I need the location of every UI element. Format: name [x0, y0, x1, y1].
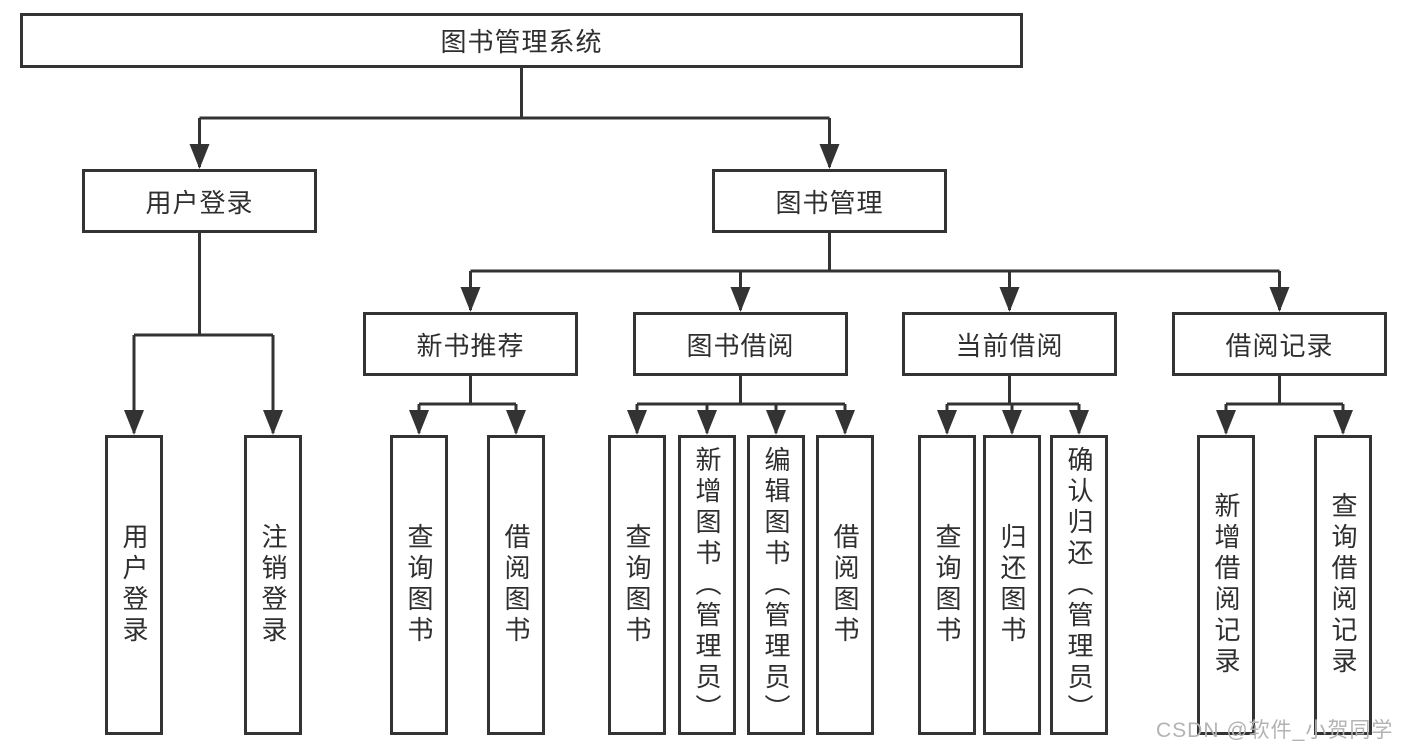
- arrow-down-icon: [819, 144, 840, 169]
- watermark: CSDN @软件_小贺同学: [1156, 719, 1394, 742]
- connector-root-to-level2: [189, 68, 840, 169]
- arrow-down-icon: [1333, 410, 1353, 435]
- connector-book-management-children: [460, 233, 1290, 312]
- node-current-borrow: 当前借阅: [902, 312, 1117, 376]
- connector-line: [1224, 376, 1345, 433]
- node-borrow-records: 借阅记录: [1172, 312, 1387, 376]
- connector-line: [198, 68, 831, 167]
- arrow-down-icon: [766, 410, 786, 435]
- node-label: 用户登录: [119, 523, 149, 647]
- node-label: 确认归还（管理员）: [1064, 445, 1094, 725]
- leaf-query-books-borrow: 查询图书: [608, 435, 666, 735]
- node-label: 新增借阅记录: [1211, 492, 1241, 678]
- connector-line: [469, 233, 1281, 310]
- node-label: 借阅记录: [1225, 330, 1334, 361]
- arrow-down-icon: [1269, 287, 1290, 312]
- node-label: 编辑图书（管理员）: [761, 445, 791, 725]
- arrow-down-icon: [189, 144, 210, 169]
- arrow-down-icon: [1069, 410, 1089, 435]
- node-label: 图书管理系统: [440, 27, 603, 57]
- connector-current-borrow-children: [937, 376, 1089, 435]
- arrow-down-icon: [460, 287, 481, 312]
- node-label: 当前借阅: [955, 330, 1064, 361]
- node-new-book-recommend: 新书推荐: [363, 312, 578, 376]
- node-library-system: 图书管理系统: [20, 13, 1023, 68]
- node-user-login: 用户登录: [82, 169, 317, 233]
- arrow-down-icon: [506, 410, 526, 435]
- leaf-user-login: 用户登录: [105, 435, 163, 735]
- leaf-add-book-admin: 新增图书（管理员）: [678, 435, 736, 735]
- connector-book-borrow-children: [627, 376, 855, 435]
- connector-line: [132, 233, 275, 433]
- node-label: 归还图书: [997, 523, 1027, 647]
- node-book-borrow: 图书借阅: [633, 312, 848, 376]
- node-label: 新书推荐: [416, 330, 525, 361]
- arrow-down-icon: [999, 287, 1020, 312]
- arrow-down-icon: [937, 410, 957, 435]
- arrow-down-icon: [627, 410, 647, 435]
- arrow-down-icon: [409, 410, 429, 435]
- node-label: 借阅图书: [830, 523, 860, 647]
- node-book-management: 图书管理: [712, 169, 947, 233]
- node-label: 用户登录: [145, 187, 254, 218]
- leaf-logout: 注销登录: [244, 435, 302, 735]
- arrow-down-icon: [1216, 410, 1236, 435]
- node-label: 图书管理: [775, 187, 884, 218]
- leaf-query-books-current: 查询图书: [918, 435, 976, 735]
- connector-borrow-records-children: [1216, 376, 1353, 435]
- leaf-confirm-return-admin: 确认归还（管理员）: [1050, 435, 1108, 735]
- node-label: 查询图书: [932, 523, 962, 647]
- node-label: 新增图书（管理员）: [692, 445, 722, 725]
- connector-new-book-recommend-children: [409, 376, 526, 435]
- leaf-edit-book-admin: 编辑图书（管理员）: [747, 435, 805, 735]
- node-label: 注销登录: [258, 523, 288, 647]
- arrow-down-icon: [124, 410, 144, 435]
- connector-user-login-children: [124, 233, 283, 435]
- leaf-query-borrow-record: 查询借阅记录: [1314, 435, 1372, 735]
- arrow-down-icon: [835, 410, 855, 435]
- node-label: 借阅图书: [501, 523, 531, 647]
- arrow-down-icon: [730, 287, 751, 312]
- node-label: 查询借阅记录: [1328, 492, 1358, 678]
- arrow-down-icon: [697, 410, 717, 435]
- leaf-add-borrow-record: 新增借阅记录: [1197, 435, 1255, 735]
- arrow-down-icon: [1002, 410, 1022, 435]
- arrow-down-icon: [263, 410, 283, 435]
- leaf-borrow-books-recommend: 借阅图书: [487, 435, 545, 735]
- leaf-borrow-books: 借阅图书: [816, 435, 874, 735]
- node-label: 图书借阅: [686, 330, 795, 361]
- leaf-return-book: 归还图书: [983, 435, 1041, 735]
- connector-line: [635, 376, 847, 433]
- connector-line: [417, 376, 518, 433]
- node-label: 查询图书: [622, 523, 652, 647]
- leaf-query-books-recommend: 查询图书: [390, 435, 448, 735]
- node-label: 查询图书: [404, 523, 434, 647]
